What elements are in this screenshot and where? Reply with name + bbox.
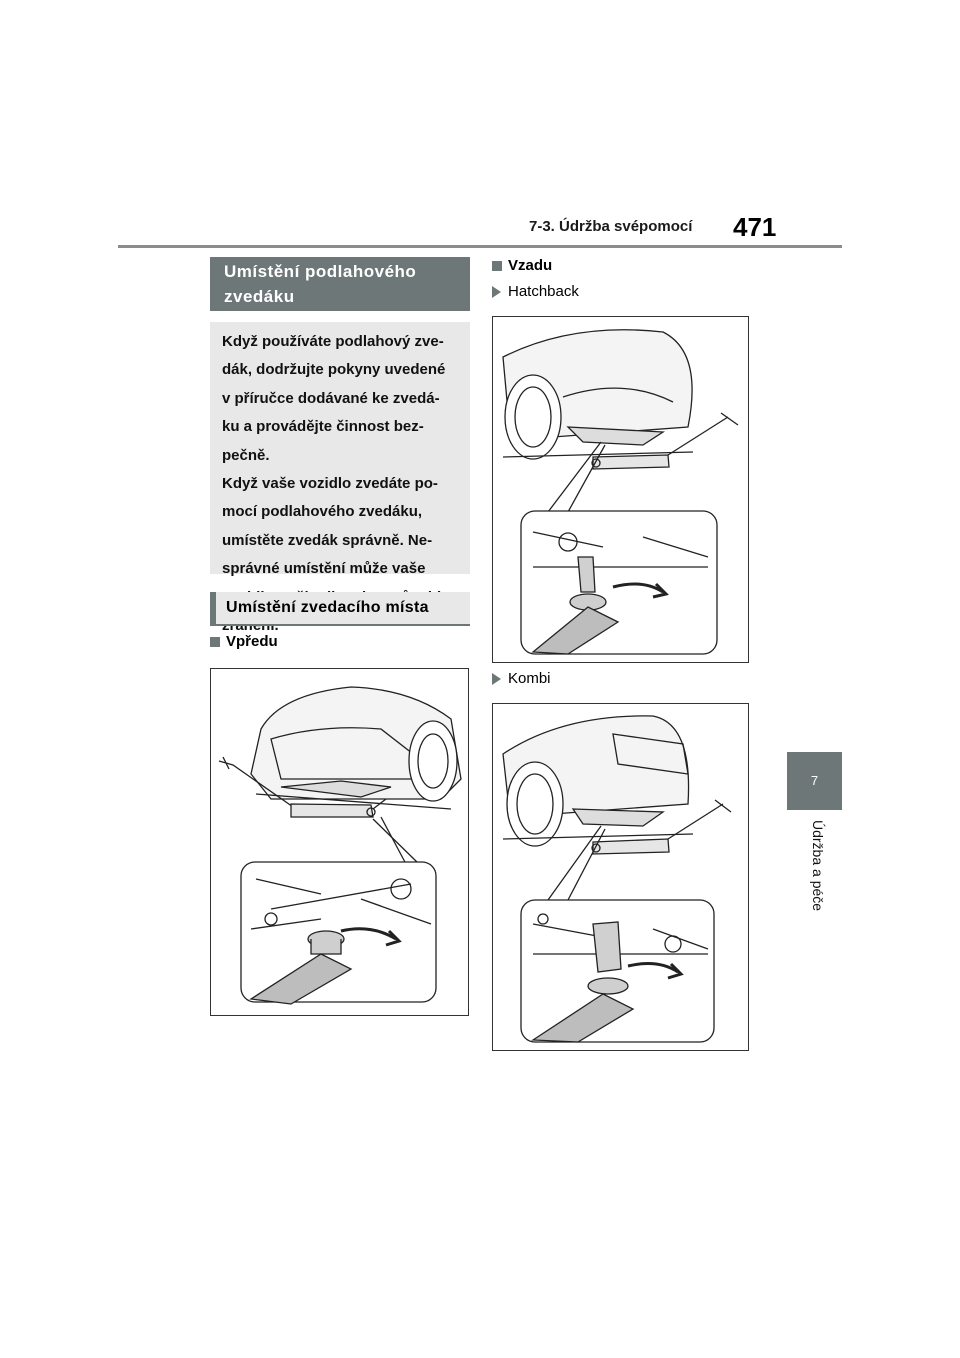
hatchback-jack-illustration — [492, 316, 749, 663]
main-heading-line2: zvedáku — [224, 287, 295, 306]
kombi-label: Kombi — [508, 670, 551, 687]
notice-line: mocí podlahového zvedáku, — [222, 503, 423, 521]
rear-label: Vzadu — [508, 257, 553, 274]
notice-line: ku a provádějte činnost bez- — [222, 418, 424, 436]
kombi-heading: Kombi — [492, 670, 551, 687]
page-number: 471 — [733, 212, 777, 242]
header-rule — [118, 245, 842, 248]
hatchback-label: Hatchback — [508, 283, 579, 300]
front-heading: Vpředu — [210, 633, 278, 650]
notice-line: pečně. — [222, 446, 270, 464]
chapter-title: Údržba a péče — [810, 820, 826, 912]
kombi-jack-drawing — [502, 715, 732, 1043]
front-label: Vpředu — [226, 633, 278, 650]
front-jack-drawing — [218, 686, 462, 1005]
notice-box: Když používáte podlahový zve- dák, dodrž… — [210, 322, 470, 634]
triangle-bullet-icon — [492, 672, 501, 685]
sub-heading: Umístění zvedacího místa — [210, 592, 470, 626]
main-heading-line1: Umístění podlahového — [224, 262, 417, 281]
hatchback-heading: Hatchback — [492, 283, 579, 300]
main-heading: Umístění podlahového zvedáku — [210, 257, 470, 311]
hatchback-jack-drawing — [502, 329, 739, 655]
triangle-bullet-icon — [492, 285, 501, 298]
front-jack-illustration — [210, 668, 469, 1016]
notice-line: umístěte zvedák správně. Ne- — [222, 531, 433, 549]
square-bullet-icon — [210, 636, 220, 647]
kombi-jack-illustration — [492, 703, 749, 1051]
section-title: 7-3. Údržba svépomocí — [529, 218, 693, 235]
rear-heading: Vzadu — [492, 257, 552, 274]
square-bullet-icon — [492, 260, 502, 271]
notice-line: v příručce dodávané ke zvedá- — [222, 389, 440, 407]
notice-line: správné umístění může vaše — [222, 560, 426, 578]
notice-line: dák, dodržujte pokyny uvedené — [222, 361, 446, 379]
chapter-tab: 7 — [787, 752, 842, 810]
notice-line: Když používáte podlahový zve- — [222, 333, 444, 350]
notice-line: Když vaše vozidlo zvedáte po- — [222, 475, 438, 493]
